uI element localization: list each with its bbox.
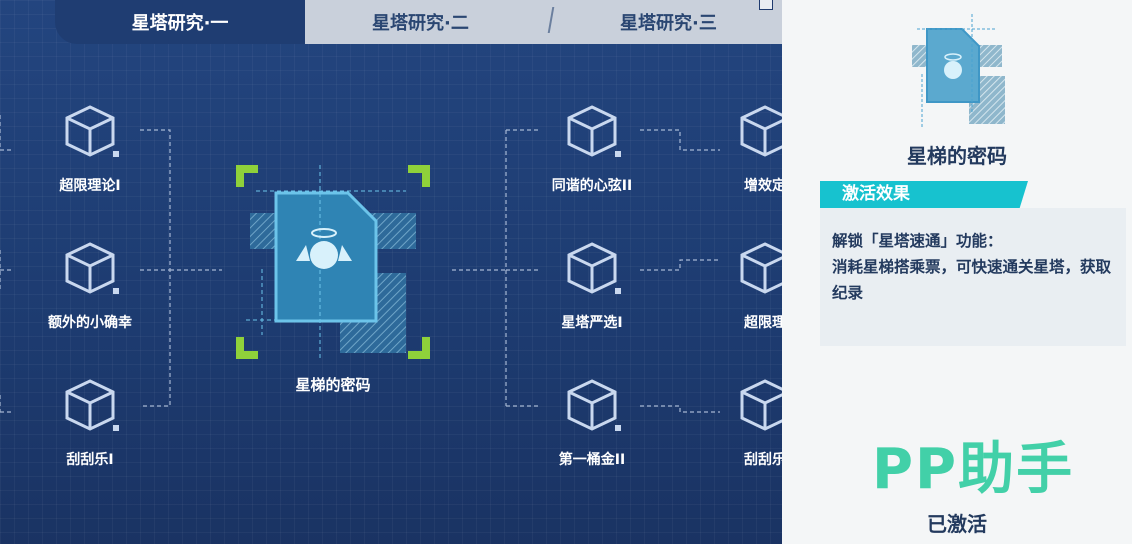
node-label: 超限理 (744, 315, 782, 331)
node-label: 刮刮乐 (744, 452, 782, 468)
node-label: 刮刮乐I (66, 452, 114, 468)
cube-icon (740, 105, 782, 157)
node-left-3[interactable]: 刮刮乐I (25, 377, 155, 469)
cube-icon (567, 105, 621, 157)
cube-icon (567, 379, 621, 431)
cube-icon (65, 242, 119, 294)
node-label: 星塔严选I (561, 315, 623, 331)
node-label: 第一桶金II (558, 452, 626, 468)
node-label: 同谐的心弦II (551, 178, 633, 194)
tab-research-2[interactable]: 星塔研究·二 (372, 13, 469, 34)
effect-line: 解锁「星塔速通」功能： (832, 232, 1003, 250)
node-right2-3[interactable]: 刮刮乐 (700, 377, 782, 469)
node-left-2[interactable]: 额外的小确幸 (25, 240, 155, 332)
node-center-selected[interactable] (236, 165, 430, 359)
cube-icon (65, 379, 119, 431)
tab-bar: 星塔研究·一 星塔研究·二 星塔研究·三 (0, 0, 782, 44)
node-label: 超限理论I (59, 178, 121, 194)
node-right2-2[interactable]: 超限理 (700, 240, 782, 332)
activated-status: 已激活 (927, 512, 987, 536)
effect-line: 消耗星梯搭乘票，可快速通关星塔，获取纪录 (832, 258, 1112, 302)
node-left-1[interactable]: 超限理论I (25, 103, 155, 195)
tab-research-1[interactable]: 星塔研究·一 (55, 0, 305, 44)
cube-icon (567, 242, 621, 294)
node-label: 星梯的密码 (295, 376, 371, 394)
node-right-3[interactable]: 第一桶金II (527, 377, 657, 469)
cube-icon (740, 242, 782, 294)
node-right-2[interactable]: 星塔严选I (527, 240, 657, 332)
effect-description: 解锁「星塔速通」功能： 消耗星梯搭乘票，可快速通关星塔，获取纪录 (820, 208, 1126, 346)
node-right2-1[interactable]: 增效定 (700, 103, 782, 195)
lock-icon (759, 0, 773, 10)
node-right-1[interactable]: 同谐的心弦II (527, 103, 657, 195)
tab-research-3[interactable]: 星塔研究·三 (620, 13, 717, 34)
tab-bar-background (298, 0, 782, 44)
effect-heading: 激活效果 (820, 181, 1028, 208)
node-label: 额外的小确幸 (48, 315, 132, 331)
star-ladder-code-icon (912, 14, 1005, 129)
cube-icon (740, 379, 782, 431)
cube-icon (65, 105, 119, 157)
connector-lines (0, 115, 720, 413)
watermark: PP助手 (872, 437, 1075, 502)
node-label: 增效定 (744, 178, 782, 194)
research-tree-panel: 星塔研究·一 星塔研究·二 星塔研究·三 超限理论I 额外的小确幸 刮刮乐I (0, 0, 782, 544)
detail-panel: 星梯的密码 激活效果 解锁「星塔速通」功能： 消耗星梯搭乘票，可快速通关星塔，获… (782, 0, 1132, 544)
detail-title: 星梯的密码 (907, 144, 1007, 168)
